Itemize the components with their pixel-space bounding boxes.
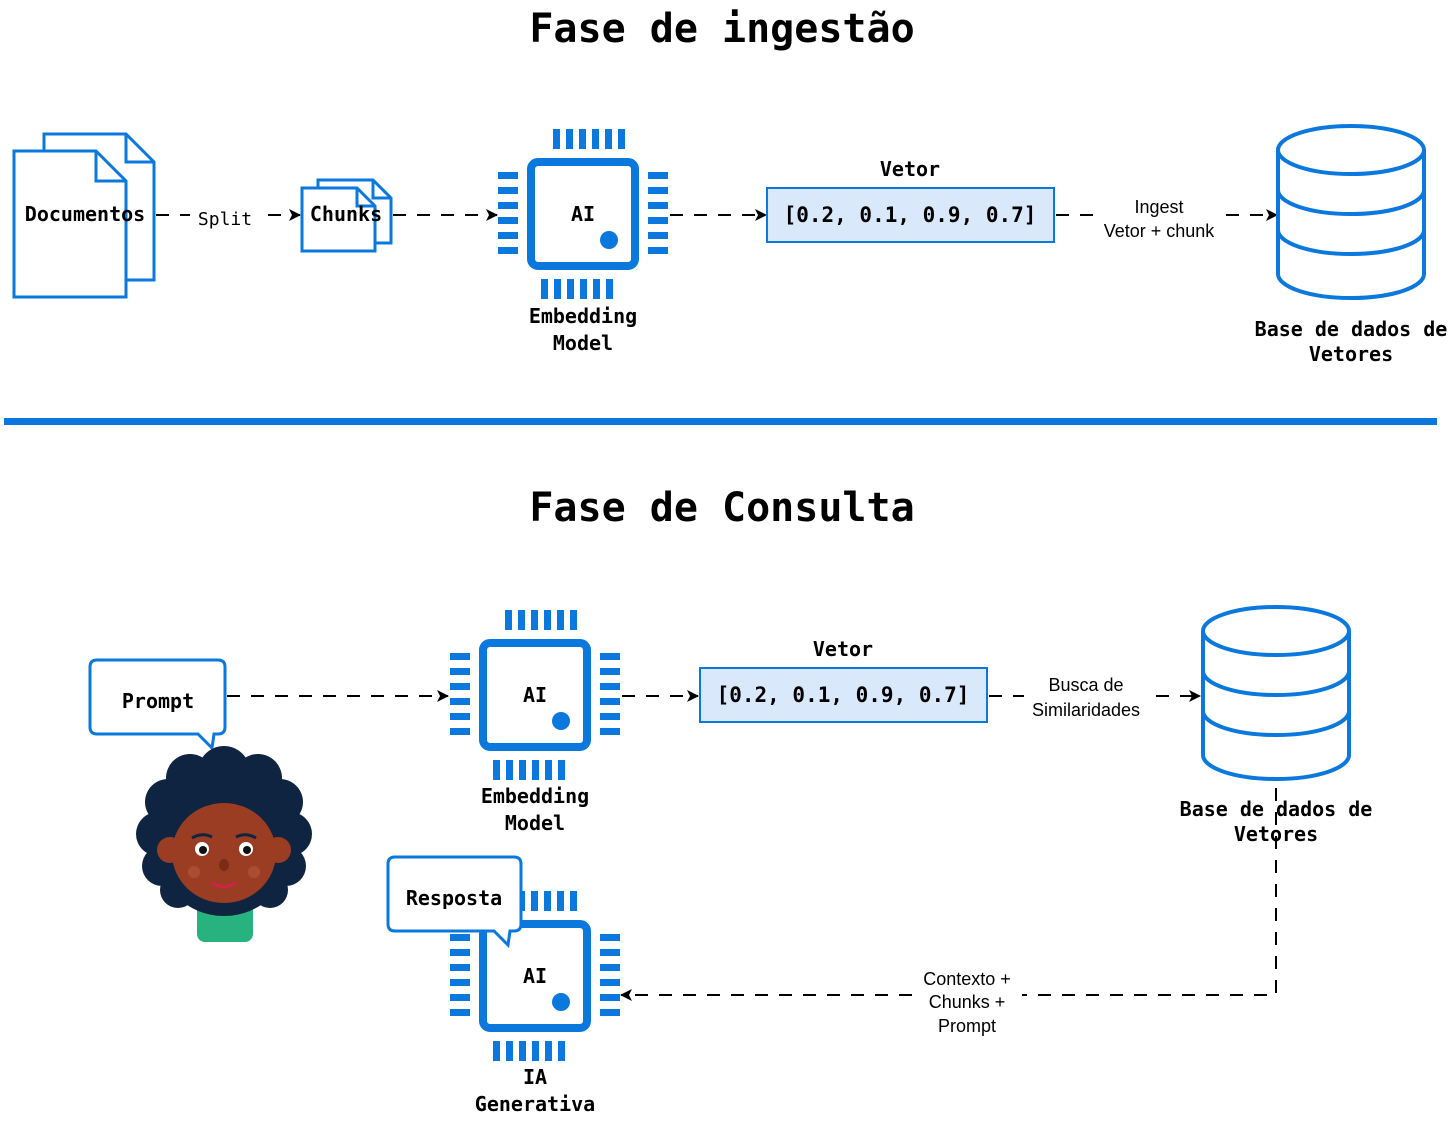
ingestion-title: Fase de ingestão [529, 6, 914, 52]
query-title: Fase de Consulta [529, 485, 914, 531]
embedding-label-line2: Model [553, 331, 613, 355]
generative-ai-chip-label: AI [523, 964, 547, 988]
search-edge-label-line1: Busca de [1048, 675, 1123, 695]
generative-ai-label-line2: Generativa [475, 1092, 595, 1116]
context-edge-label-line1: Contexto + [923, 969, 1011, 989]
chunks-label: Chunks [310, 202, 382, 226]
search-edge-label-line2: Similaridades [1032, 700, 1140, 720]
context-edge-label-line2: Chunks + [929, 992, 1006, 1012]
query-embedding-chip-label: AI [523, 683, 547, 707]
vector-value: [0.2, 0.1, 0.9, 0.7] [784, 203, 1037, 227]
user-avatar [136, 746, 312, 942]
ingest-edge-label-line2: Vetor + chunk [1104, 221, 1216, 241]
vector-database-icon [1276, 124, 1426, 300]
documents-icon [12, 132, 156, 299]
query-vector-title: Vetor [813, 637, 873, 661]
generative-ai-label-line1: IA [523, 1065, 547, 1089]
vector-database-label-line2: Vetores [1309, 342, 1393, 366]
query-embedding-label-line1: Embedding [481, 784, 589, 808]
embedding-chip-label: AI [571, 202, 595, 226]
phase-divider [4, 418, 1437, 425]
vector-box [766, 187, 1055, 243]
vector-database-label-line1: Base de dados de [1255, 317, 1448, 341]
vector-title: Vetor [880, 157, 940, 181]
split-edge-label: Split [198, 209, 252, 230]
prompt-label: Prompt [122, 689, 194, 713]
context-edge-label-line3: Prompt [938, 1016, 996, 1036]
embedding-label-line1: Embedding [529, 304, 637, 328]
query-vector-box [699, 667, 988, 723]
response-label: Resposta [406, 886, 502, 910]
query-vector-value: [0.2, 0.1, 0.9, 0.7] [717, 683, 970, 707]
chunks-icon [300, 178, 393, 253]
prompt-bubble [88, 658, 227, 752]
query-vector-database-icon [1201, 605, 1351, 781]
ingest-edge-label-line1: Ingest [1134, 197, 1183, 217]
documents-label: Documentos [25, 202, 145, 226]
query-embedding-label-line2: Model [505, 811, 565, 835]
response-bubble [386, 855, 523, 949]
